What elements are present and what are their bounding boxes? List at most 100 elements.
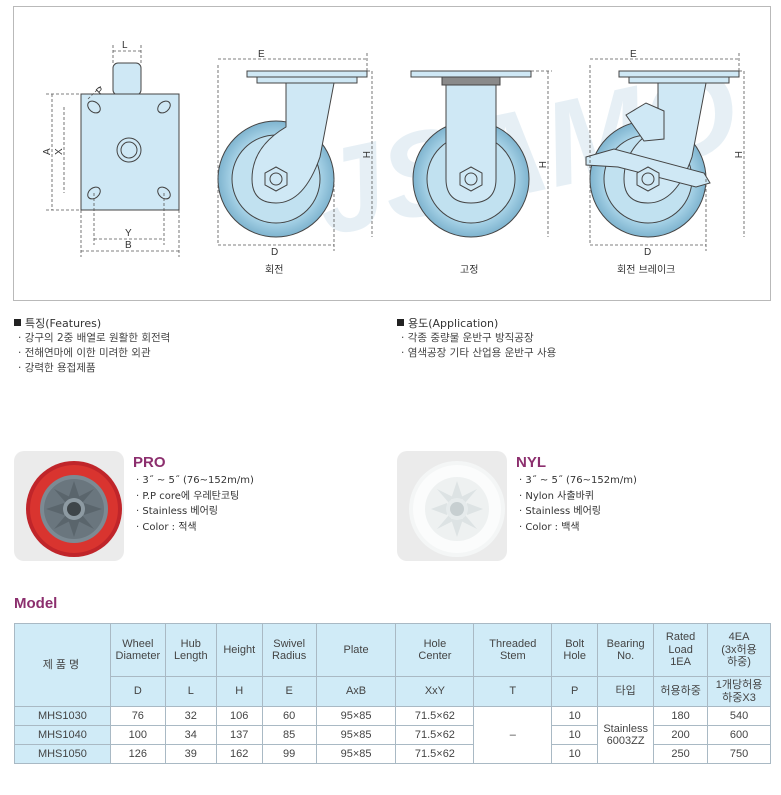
swivel-caption: 회전 (265, 264, 283, 276)
symbol-cell: 허용하중 (653, 676, 709, 707)
table-cell: 39 (164, 744, 217, 764)
fixed-caster-drawing (410, 70, 532, 238)
table-cell: 600 (707, 725, 771, 745)
feature-item: 강력한 용접제품 (14, 361, 170, 376)
dim-label-b: B (125, 240, 132, 251)
brake-dim-d: D (644, 247, 651, 258)
spec-item: 3˝ ~ 5˝ (76~152m/m) (136, 473, 253, 489)
table-cell: 10 (551, 725, 599, 745)
swivel-dimension-lines (217, 53, 373, 251)
dim-label-l: L (122, 40, 128, 51)
spec-item: Nylon 사출바퀴 (519, 489, 637, 505)
symbol-cell: 타입 (597, 676, 655, 707)
table-cell: 10 (551, 744, 599, 764)
table-cell: 750 (707, 744, 771, 764)
table-cell: 60 (261, 706, 317, 726)
dim-label-a: A (42, 148, 53, 155)
threaded-stem-cell: – (473, 706, 553, 764)
dim-label-y: Y (125, 228, 132, 239)
symbol-cell: D (109, 676, 166, 707)
product-specs: 3˝ ~ 5˝ (76~152m/m) Nylon 사출바퀴 Stainless… (519, 473, 637, 535)
table-cell: 200 (653, 725, 709, 745)
table-row: MHS1030 76 32 106 60 95×85 71.5×62 – 10 … (14, 706, 771, 764)
table-cell: 137 (215, 725, 263, 745)
swivel-dim-e: E (258, 49, 265, 60)
application-item: 각종 중량물 운반구 방직공장 (397, 331, 556, 346)
table-cell: 85 (261, 725, 317, 745)
swivel-dim-h: H (360, 151, 371, 158)
plate-top-view (80, 62, 180, 211)
brake-caster-drawing (585, 70, 740, 238)
bullet-square-icon (14, 319, 21, 326)
table-cell: 180 (653, 706, 709, 726)
swivel-dim-d: D (271, 247, 278, 258)
table-cell: 95×85 (315, 725, 397, 745)
symbol-cell: P (551, 676, 599, 707)
dim-label-x: X (54, 148, 65, 155)
symbol-cell: H (215, 676, 263, 707)
feature-item: 전해연마에 이한 미려한 외관 (14, 346, 170, 361)
header-cell: Height (215, 623, 263, 677)
symbol-cell: E (261, 676, 317, 707)
table-cell: 71.5×62 (395, 725, 475, 745)
pro-wheel-photo (14, 451, 124, 561)
table-cell: 76 (109, 706, 166, 726)
symbol-cell: L (164, 676, 217, 707)
spec-item: Color : 적색 (136, 520, 254, 536)
fixed-caption: 고정 (460, 264, 478, 276)
brake-dim-h: H (732, 151, 743, 158)
symbol-cell: AxB (315, 676, 397, 707)
feature-item: 강구의 2중 배열로 원활한 회전력 (14, 331, 171, 346)
fixed-dimension-lines (531, 70, 552, 237)
spec-item: 3˝ ~ 5˝ (76~152m/m) (519, 473, 636, 489)
spec-item: P.P core에 우레탄코팅 (136, 489, 254, 505)
table-cell: 250 (653, 744, 709, 764)
spec-item: Stainless 베어링 (136, 504, 254, 520)
table-row: MHS1040 100 34 137 85 95×85 71.5×62 10 2… (14, 725, 771, 745)
symbol-cell: XxY (395, 676, 475, 707)
model-cell: MHS1050 (14, 744, 111, 764)
table-cell: 126 (109, 744, 166, 764)
nyl-wheel-photo (397, 451, 507, 561)
brake-caption: 회전 브레이크 (617, 264, 675, 276)
table-cell: 162 (215, 744, 263, 764)
header-cell: Plate (315, 623, 397, 677)
application-heading: 용도(Application) (397, 316, 556, 331)
application-item: 염색공장 기타 산업용 운반구 사용 (397, 346, 557, 361)
table-cell: 106 (215, 706, 263, 726)
header-model-name: 제품명 (14, 623, 111, 707)
fixed-dim-h: H (536, 161, 547, 168)
diagram-panel: JSAMO L P A X Y B (13, 6, 771, 301)
product-specs: 3˝ ~ 5˝ (76~152m/m) P.P core에 우레탄코팅 Stai… (136, 473, 254, 536)
table-row: MHS1050 126 39 162 99 95×85 71.5×62 10 2… (14, 744, 771, 764)
table-cell: 100 (109, 725, 166, 745)
table-cell: 540 (707, 706, 771, 726)
table-cell: 32 (164, 706, 217, 726)
table-cell: 99 (261, 744, 317, 764)
product-name: NYL (516, 454, 546, 471)
features-heading: 특징(Features) (14, 316, 170, 331)
model-cell: MHS1030 (14, 706, 111, 726)
table-cell: 10 (551, 706, 599, 726)
application-section: 용도(Application) 각종 중량물 운반구 방직공장 염색공장 기타 … (397, 316, 556, 361)
table-cell: 34 (164, 725, 217, 745)
table-cell: 71.5×62 (395, 706, 475, 726)
plate-dimension-lines (46, 45, 180, 257)
spec-item: Stainless 베어링 (519, 504, 637, 520)
swivel-caster-drawing (217, 70, 368, 238)
symbol-cell: T (473, 676, 553, 707)
brake-dimension-lines (589, 53, 745, 251)
table-cell: 71.5×62 (395, 744, 475, 764)
bullet-square-icon (397, 319, 404, 326)
